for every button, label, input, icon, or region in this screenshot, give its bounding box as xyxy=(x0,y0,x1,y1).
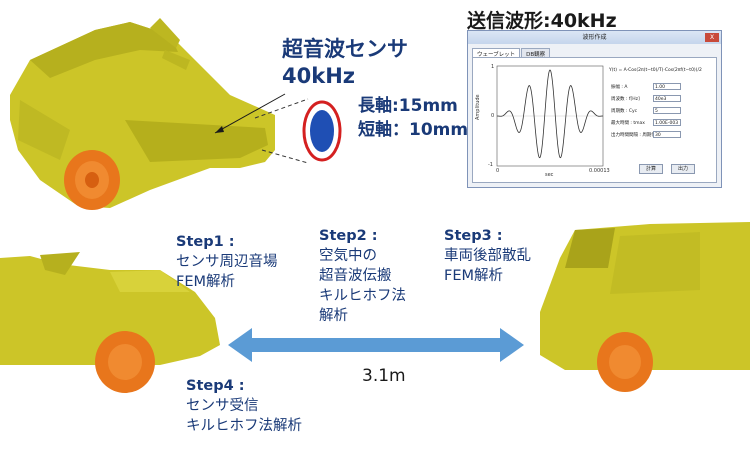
plot-xlabel: sec xyxy=(545,172,554,178)
waveform-line xyxy=(496,69,604,159)
plot-xmax: 0.00013 xyxy=(589,168,610,174)
dialog-panel: 1 0 -1 Amplitude 0 sec 0.00013 Y(t) = A·… xyxy=(472,57,717,183)
sensor-name: 超音波センサ xyxy=(282,37,408,61)
field-input-interval[interactable]: 30 xyxy=(653,131,681,138)
tab-wavelet[interactable]: ウェーブレット xyxy=(472,48,521,59)
field-input-max-time[interactable]: 1.00E-003 xyxy=(653,119,681,126)
tab-db[interactable]: DB観察 xyxy=(521,48,551,59)
ultrasonic-sensor-icon xyxy=(302,100,342,162)
step2-block: Step2 : 空気中の 超音波伝搬 キルヒホフ法 解析 xyxy=(319,226,406,326)
plot-ymax: 1 xyxy=(491,64,495,70)
minor-axis-label: 短軸：10mm xyxy=(358,120,469,140)
field-label-frequency: 周波数 : f[Hz] xyxy=(611,97,640,102)
front-car-wheel xyxy=(64,150,120,210)
step1-line1: センサ周辺音場 xyxy=(176,254,278,270)
step2-line2: 超音波伝搬 xyxy=(319,268,392,284)
output-button[interactable]: 出力 xyxy=(671,164,695,174)
step4-title: Step4 : xyxy=(186,378,245,394)
plot-xmin: 0 xyxy=(496,168,500,174)
waveform-plot xyxy=(496,65,604,167)
waveform-formula: Y(t) = A·Cos(2π(t−t0)/T)·Cos(2πf(t−t0))/… xyxy=(609,68,702,73)
step2-title: Step2 : xyxy=(319,228,378,244)
dialog-titlebar: 波形作成 X xyxy=(468,31,721,44)
step1-block: Step1 : センサ周辺音場 FEM解析 xyxy=(176,232,278,292)
step1-title: Step1 : xyxy=(176,234,235,250)
distance-label: 3.1m xyxy=(362,366,406,386)
field-label-amplitude: 振幅 : A xyxy=(611,85,628,90)
zoom-line-bottom xyxy=(261,149,309,164)
step2-line4: 解析 xyxy=(319,308,348,324)
sensor-axes: 長軸:15mm 短軸：10mm xyxy=(358,94,468,142)
sensor-leader-line xyxy=(214,93,286,134)
calculate-button[interactable]: 計算 xyxy=(639,164,663,174)
field-label-max-time: 最大時間 : tmax xyxy=(611,121,645,126)
step3-line2: FEM解析 xyxy=(444,268,504,284)
step4-line1: センサ受信 xyxy=(186,398,259,414)
dialog-title: 波形作成 xyxy=(582,34,607,41)
rear-left-car-front xyxy=(0,252,220,393)
field-input-frequency[interactable]: 40e3 xyxy=(653,95,681,102)
step3-block: Step3 : 車両後部散乱 FEM解析 xyxy=(444,226,531,286)
zoom-line-top xyxy=(254,98,309,119)
step3-title: Step3 : xyxy=(444,228,503,244)
step2-line3: キルヒホフ法 xyxy=(319,288,406,304)
sensor-title: 超音波センサ 40kHz xyxy=(282,36,408,90)
distance-double-arrow xyxy=(228,328,524,362)
field-label-interval: 出力時間間隔 : 周期何 / xyxy=(611,133,659,138)
plot-ymin: -1 xyxy=(488,162,493,168)
close-button[interactable]: X xyxy=(705,33,719,42)
field-input-amplitude[interactable]: 1.00 xyxy=(653,83,681,90)
plot-ylabel: Amplitude xyxy=(475,94,481,120)
step1-line2: FEM解析 xyxy=(176,274,236,290)
step2-line1: 空気中の xyxy=(319,248,377,264)
major-axis-label: 長軸:15mm xyxy=(358,96,458,116)
field-label-cycles: 周期数 : Cyc xyxy=(611,109,638,114)
step4-line2: キルヒホフ法解析 xyxy=(186,418,302,434)
right-car-rear xyxy=(540,222,750,392)
leader-arrowhead xyxy=(215,126,224,133)
step4-block: Step4 : センサ受信 キルヒホフ法解析 xyxy=(186,376,302,436)
sensor-frequency: 40kHz xyxy=(282,64,355,88)
plot-yzero: 0 xyxy=(491,113,495,119)
field-input-cycles[interactable]: 5 xyxy=(653,107,681,114)
waveform-title: 送信波形:40kHz xyxy=(467,10,617,32)
step3-line1: 車両後部散乱 xyxy=(444,248,531,264)
front-car-model xyxy=(10,18,275,208)
